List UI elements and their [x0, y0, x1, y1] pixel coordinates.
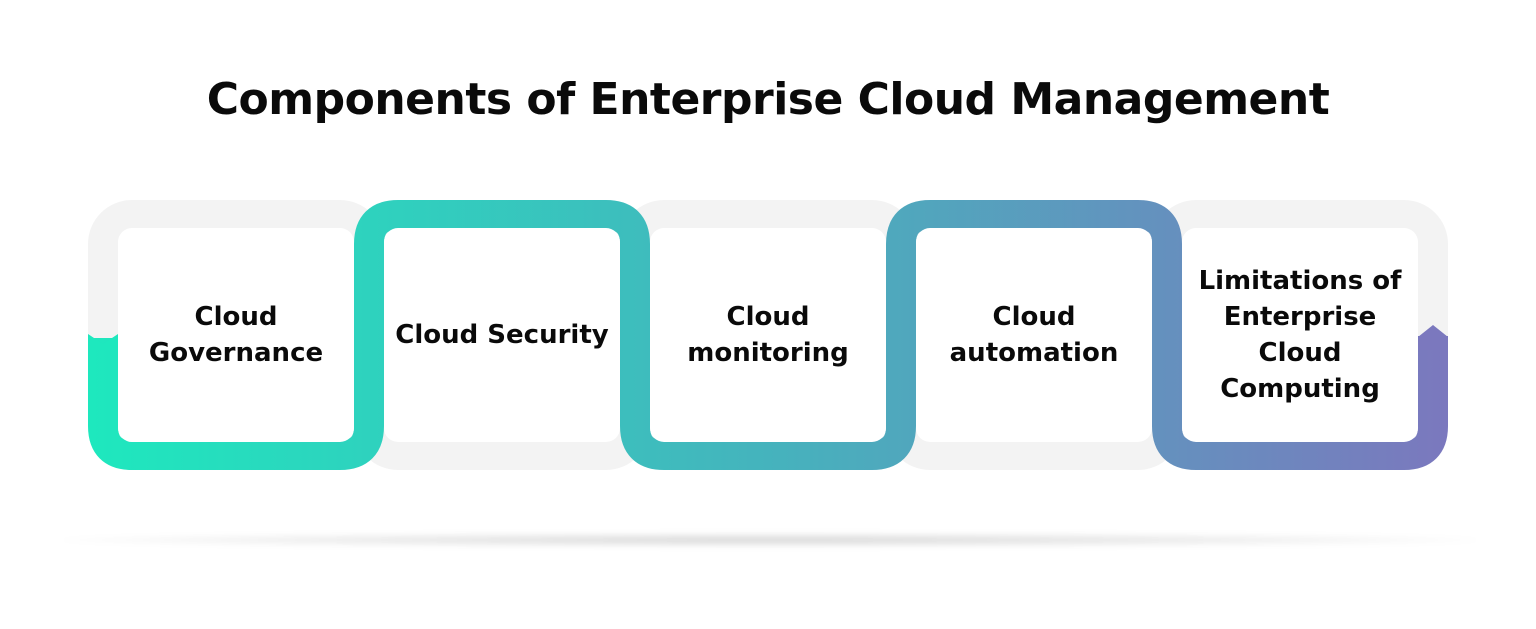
component-label: Cloud Security: [395, 320, 609, 350]
connector-line: [88, 200, 1448, 470]
floor-shadow: [60, 533, 1480, 547]
component-label: Cloud monitoring: [687, 302, 849, 368]
component-label: Cloud automation: [949, 302, 1119, 368]
component-card: [118, 228, 354, 442]
component-card: [916, 228, 1152, 442]
component-card: [650, 228, 886, 442]
page-title: Components of Enterprise Cloud Managemen…: [206, 74, 1330, 125]
start-notch: [88, 334, 118, 350]
component-card: [1182, 228, 1418, 442]
component-label: Limitations of Enterprise Cloud Computin…: [1198, 266, 1402, 404]
component-label: Cloud Governance: [148, 302, 324, 368]
end-notch: [1418, 325, 1448, 350]
component-card: [384, 228, 620, 442]
